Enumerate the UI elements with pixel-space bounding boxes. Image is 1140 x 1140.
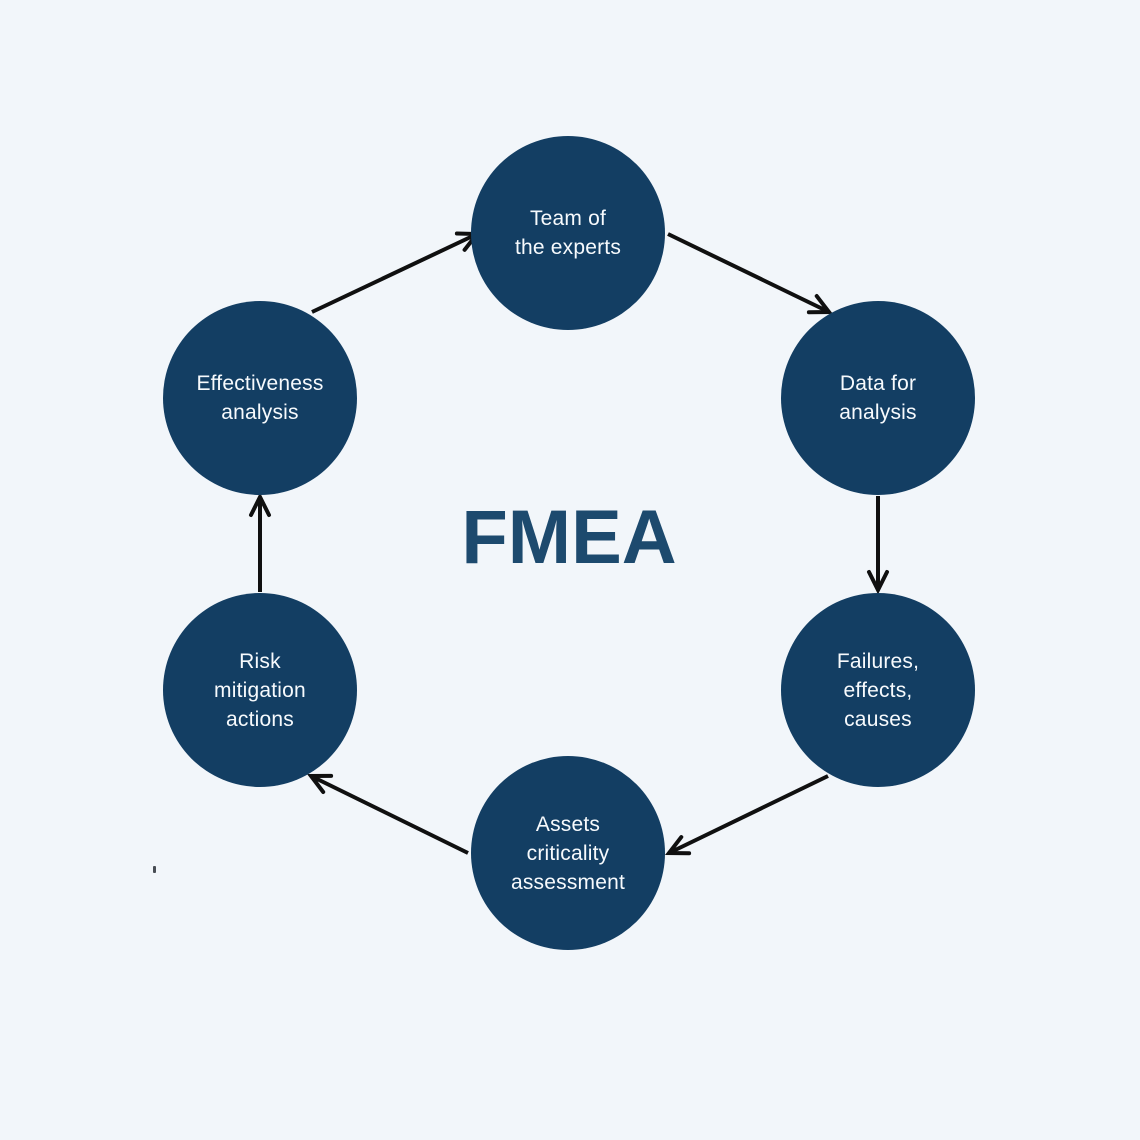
step-label-line: analysis	[839, 401, 917, 424]
step-label-line: Effectiveness	[196, 372, 324, 395]
step-label-line: criticality	[526, 841, 610, 865]
step-assets-criticality-assessment: Assets criticality assessment	[471, 756, 665, 950]
step-label-line: effects,	[843, 678, 913, 702]
stray-mark	[153, 866, 156, 873]
step-label-line: analysis	[221, 401, 299, 424]
step-label-line: Risk	[239, 649, 281, 673]
step-label: Data for analysis	[839, 369, 916, 427]
arrow-effectiveness-to-team	[311, 231, 482, 314]
step-label-line: Data for	[839, 372, 917, 395]
step-label: Failures, effects, causes	[837, 647, 919, 734]
step-label-line: Assets	[535, 812, 601, 836]
diagram-title: FMEA	[461, 495, 677, 580]
step-label-line: the experts	[514, 236, 622, 259]
arrow-failures-to-assets	[664, 774, 829, 856]
step-team-of-the-experts: Team of the experts	[471, 136, 665, 330]
step-label-line: mitigation	[214, 678, 306, 702]
step-failures-effects-causes: Failures, effects, causes	[781, 593, 975, 787]
step-data-for-analysis: Data for analysis	[781, 301, 975, 495]
step-label-line: actions	[226, 707, 294, 731]
step-label: Team of the experts	[515, 204, 621, 262]
arrow-assets-to-risk	[306, 773, 469, 855]
step-label: Effectiveness analysis	[196, 369, 323, 427]
step-label-line: Team of	[529, 207, 607, 230]
step-label-line: assessment	[510, 870, 626, 894]
step-risk-mitigation-actions: Risk mitigation actions	[163, 593, 357, 787]
step-label: Risk mitigation actions	[214, 647, 306, 734]
step-effectiveness-analysis: Effectiveness analysis	[163, 301, 357, 495]
step-label: Assets criticality assessment	[511, 810, 625, 897]
step-label-line: Failures,	[836, 649, 920, 673]
arrow-team-to-data	[667, 232, 834, 315]
step-label-line: causes	[844, 707, 912, 731]
